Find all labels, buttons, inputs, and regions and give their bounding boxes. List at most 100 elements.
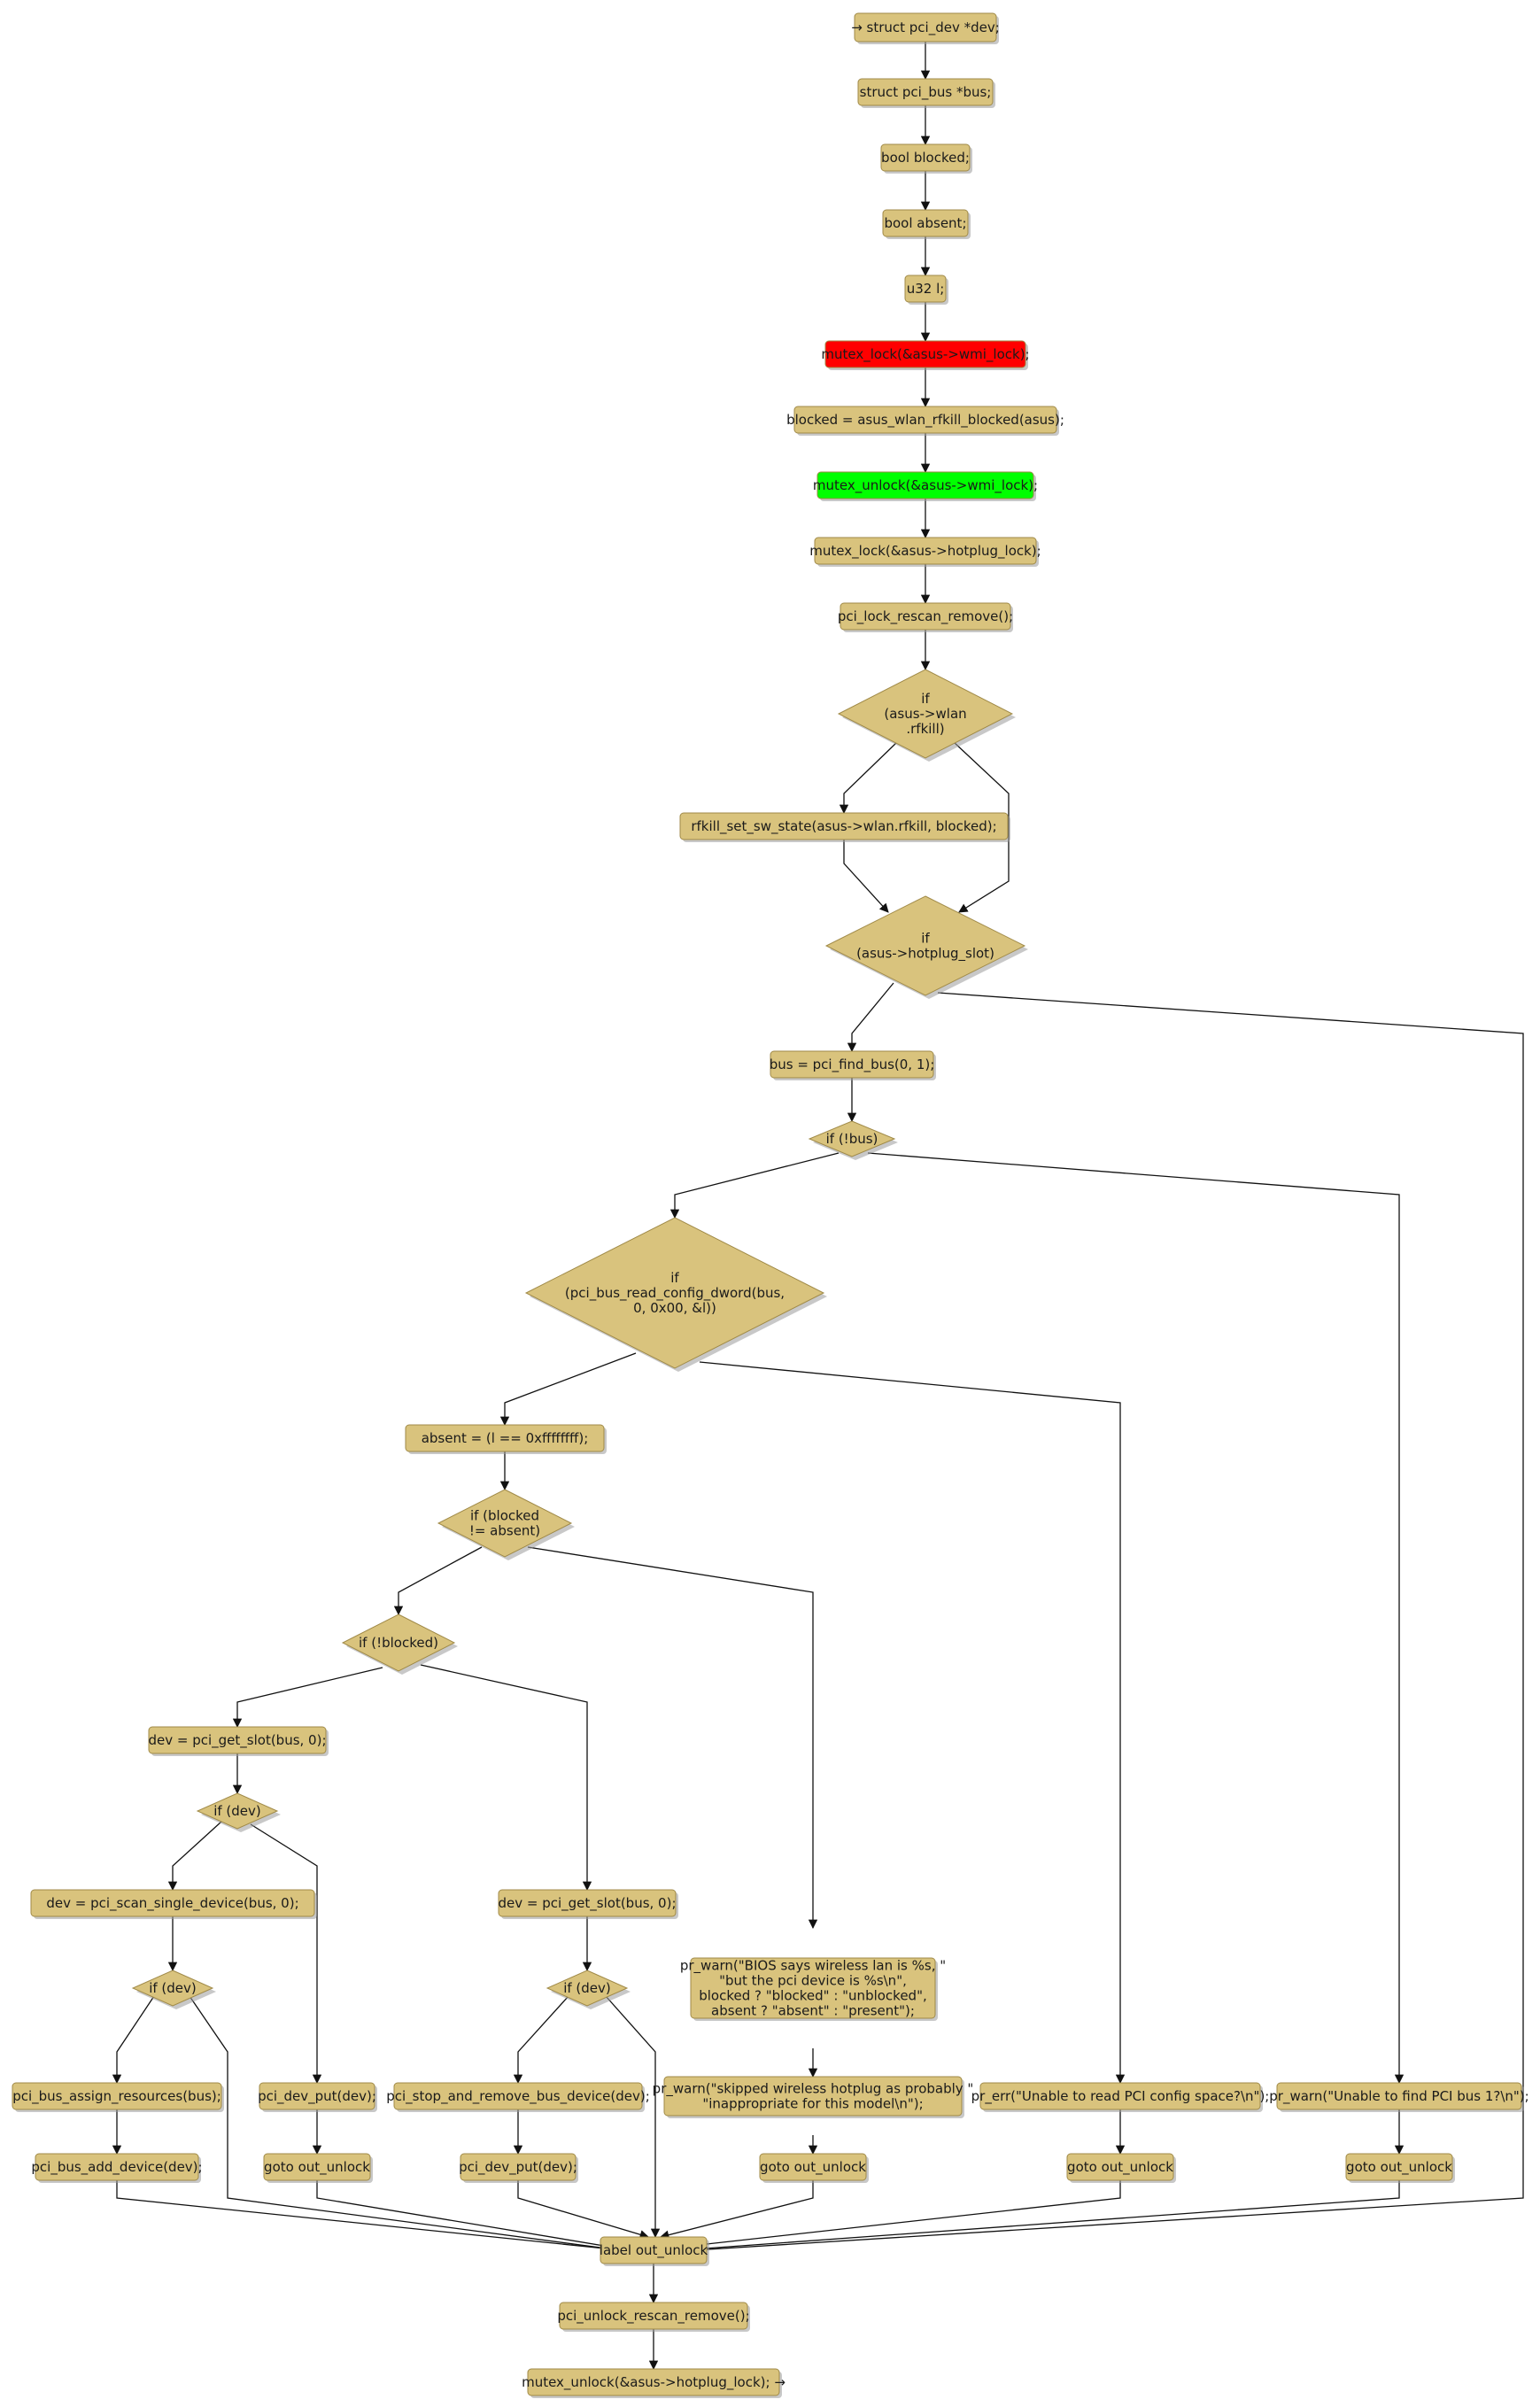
node-label-line: (asus->hotplug_slot) <box>856 946 994 963</box>
node-label-line: bus = pci_find_bus(0, 1); <box>770 1056 935 1073</box>
node-label-line: blocked = asus_wlan_rfkill_blocked(asus)… <box>786 412 1064 429</box>
node-label-line: "but the pci device is %s\n", <box>719 1973 907 1989</box>
statement-box <box>1345 2153 1453 2181</box>
statement-box <box>148 1726 327 1754</box>
node-label-line: pr_warn("BIOS says wireless lan is %s, " <box>680 1958 946 1975</box>
node-label-line: if (dev) <box>149 1980 197 1996</box>
statement-n_blocked_assign: blocked = asus_wlan_rfkill_blocked(asus)… <box>786 406 1064 436</box>
statement-box <box>393 2082 643 2110</box>
statement-box <box>460 2153 577 2181</box>
statement-box <box>793 406 1057 434</box>
decision-shape <box>546 1970 629 2007</box>
decision-shape <box>437 1489 573 1558</box>
statement-box <box>663 2076 963 2117</box>
statement-n_wmi_unlock: mutex_unlock(&asus->wmi_lock); <box>813 471 1038 501</box>
statement-box <box>770 1050 934 1079</box>
node-label-line: pci_bus_add_device(dev); <box>31 2159 202 2176</box>
node-label-line: absent = (l == 0xffffffff); <box>422 1430 589 1446</box>
statement-box <box>12 2082 222 2110</box>
statement-box <box>814 537 1037 565</box>
node-label-line: (asus->wlan <box>884 706 966 722</box>
statement-box <box>259 2082 375 2110</box>
statement-n_hotplug_lock: mutex_lock(&asus->hotplug_lock); <box>809 537 1041 567</box>
statement-box <box>600 2236 708 2264</box>
node-label-line: pci_lock_rescan_remove(); <box>838 608 1013 625</box>
statement-box <box>263 2153 371 2181</box>
statement-n_add_device: pci_bus_add_device(dev); <box>31 2153 203 2183</box>
statement-n_warn_skip: pr_warn("skipped wireless hotplug as pro… <box>653 2076 973 2118</box>
statement-n_dev_put_b: pci_dev_put(dev); <box>459 2153 578 2183</box>
node-label-line: pci_dev_put(dev); <box>258 2088 376 2105</box>
statement-box <box>854 12 997 43</box>
statement-box <box>840 602 1011 631</box>
statement-n_warn_bus: pr_warn("Unable to find PCI bus 1?\n"); <box>1269 2082 1529 2112</box>
decision-shape <box>824 895 1026 996</box>
statement-n_hotplug_unlock: mutex_unlock(&asus->hotplug_lock); → <box>522 2368 785 2398</box>
statement-n_get_slot_b: dev = pci_get_slot(bus, 0); <box>498 1889 678 1919</box>
edge-n_rfkill_set-to-d_hotplug_slot <box>843 840 889 913</box>
statement-n_goto_c: goto out_unlock <box>1066 2153 1176 2183</box>
statement-n_err_config: pr_err("Unable to read PCI config space?… <box>971 2082 1270 2112</box>
edge-d_dev_b-to-n_label_out <box>189 1995 629 2255</box>
node-label-line: bool absent; <box>884 215 966 231</box>
node-label-line: label out_unlock <box>600 2242 708 2259</box>
node-label-line: → struct pci_dev *dev; <box>851 19 1000 36</box>
node-label-line: goto out_unlock <box>264 2159 370 2176</box>
decision-d_rfkill: if(asus->wlan.rfkill) <box>837 669 1016 762</box>
statement-n_warn_bios: pr_warn("BIOS says wireless lan is %s, "… <box>680 1957 946 2021</box>
node-label-line: goto out_unlock <box>760 2159 866 2176</box>
node-label-line: struct pci_bus *bus; <box>860 84 992 101</box>
node-label-line: dev = pci_get_slot(bus, 0); <box>148 1732 326 1749</box>
edge-n_add_device-to-n_label_out <box>116 2180 632 2256</box>
decision-d_not_bus: if (!bus) <box>808 1120 898 1160</box>
decision-shape <box>196 1792 279 1830</box>
edge-n_goto_c-to-n_label_out <box>673 2180 1121 2252</box>
node-label-line: (pci_bus_read_config_dword(bus, <box>565 1285 785 1302</box>
edge-d_dev_a-to-n_scan_single <box>167 1821 222 1892</box>
statement-n_scan_single: dev = pci_scan_single_device(bus, 0); <box>30 1889 317 1919</box>
node-label-line: if <box>921 931 930 947</box>
statement-box <box>904 275 947 303</box>
edge-d_hotplug_slot-to-n_label_out <box>678 992 1524 2256</box>
edge-d_read_config-to-n_absent_assign <box>499 1352 637 1427</box>
edges-layer <box>112 42 1524 2371</box>
edge-d_blocked_ne_absent-to-n_warn_bios <box>527 1546 818 1930</box>
statement-n_goto_a: goto out_unlock <box>263 2153 373 2183</box>
node-label-line: rfkill_set_sw_state(asus->wlan.rfkill, b… <box>691 818 996 835</box>
statement-n_blocked_decl: bool blocked; <box>880 143 972 174</box>
edge-d_not_bus-to-d_read_config <box>669 1152 840 1219</box>
node-label-line: if (dev) <box>213 1803 261 1819</box>
statement-box <box>35 2153 199 2181</box>
edge-d_rfkill-to-n_rfkill_set <box>839 741 898 815</box>
node-label-line: pci_stop_and_remove_bus_device(dev); <box>386 2088 650 2105</box>
statement-n_bus_decl: struct pci_bus *bus; <box>857 78 995 108</box>
statement-n_get_slot_a: dev = pci_get_slot(bus, 0); <box>148 1726 329 1756</box>
statement-n_goto_d: goto out_unlock <box>1345 2153 1455 2183</box>
node-label-line: if <box>670 1270 679 1286</box>
edge-n_goto_a-to-n_label_out <box>316 2180 638 2255</box>
statement-box <box>498 1889 677 1917</box>
node-label-line: "inappropriate for this model\n"); <box>702 2096 923 2112</box>
statement-box <box>857 78 994 106</box>
statement-n_rescan_lock: pci_lock_rescan_remove(); <box>838 602 1013 632</box>
statement-n_find_bus: bus = pci_find_bus(0, 1); <box>770 1050 936 1080</box>
statement-box <box>979 2082 1261 2110</box>
decision-d_dev_c: if (dev) <box>546 1970 631 2009</box>
statement-n_dev_put_a: pci_dev_put(dev); <box>258 2082 377 2112</box>
node-label-line: dev = pci_get_slot(bus, 0); <box>498 1895 676 1912</box>
decision-shape <box>808 1120 896 1157</box>
edge-d_not_bus-to-n_warn_bus <box>867 1152 1405 2085</box>
statement-box <box>559 2302 748 2330</box>
node-label-line: bool blocked; <box>881 150 970 166</box>
node-label-line: if (blocked <box>470 1508 539 1524</box>
decision-d_not_blocked: if (!blocked) <box>341 1614 458 1675</box>
decision-d_read_config: if(pci_bus_read_config_dword(bus,0, 0x00… <box>524 1217 827 1372</box>
statement-box <box>405 1424 605 1452</box>
edge-d_read_config-to-n_err_config <box>699 1361 1126 2085</box>
edge-d_dev_c-to-n_label_out <box>605 1995 661 2239</box>
statement-box <box>30 1889 315 1917</box>
statement-n_rfkill_set: rfkill_set_sw_state(asus->wlan.rfkill, b… <box>679 812 1010 842</box>
node-label-line: pr_err("Unable to read PCI config space?… <box>971 2088 1270 2105</box>
statement-box <box>824 340 1026 368</box>
